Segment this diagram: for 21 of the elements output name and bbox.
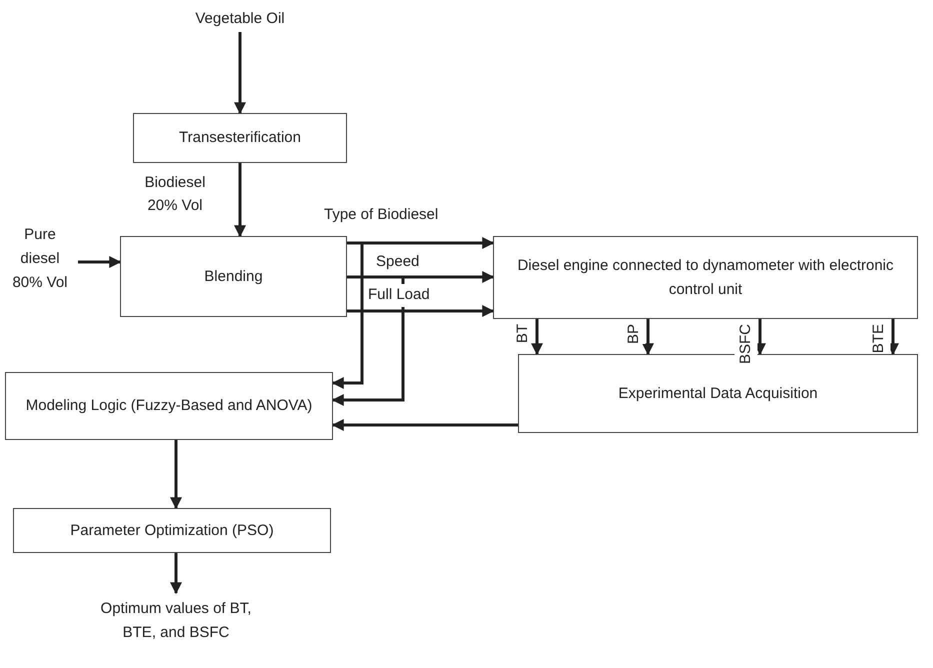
process-box: Transesterification bbox=[133, 113, 347, 163]
output-label: Optimum values of BT, BTE, and BSFC bbox=[96, 593, 256, 649]
arrow bbox=[78, 256, 122, 268]
arrow bbox=[234, 32, 246, 114]
process-box: Blending bbox=[120, 236, 347, 317]
edge-label: Full Load bbox=[366, 284, 432, 306]
arrow bbox=[531, 319, 543, 356]
arrow bbox=[332, 419, 518, 431]
input-label: Pure diesel 80% Vol bbox=[2, 230, 78, 288]
arrow bbox=[234, 163, 246, 238]
process-box: Modeling Logic (Fuzzy-Based and ANOVA) bbox=[5, 372, 333, 440]
input-label: Vegetable Oil bbox=[170, 6, 310, 32]
arrow bbox=[332, 276, 404, 406]
process-box: Diesel engine connected to dynamometer with electronic control unit bbox=[493, 236, 918, 319]
edge-label: BSFC bbox=[735, 324, 758, 364]
arrow bbox=[347, 305, 494, 317]
arrow bbox=[170, 440, 182, 510]
arrow bbox=[332, 242, 364, 389]
arrow bbox=[642, 319, 654, 356]
process-box: Parameter Optimization (PSO) bbox=[13, 508, 331, 553]
arrow bbox=[170, 553, 182, 594]
